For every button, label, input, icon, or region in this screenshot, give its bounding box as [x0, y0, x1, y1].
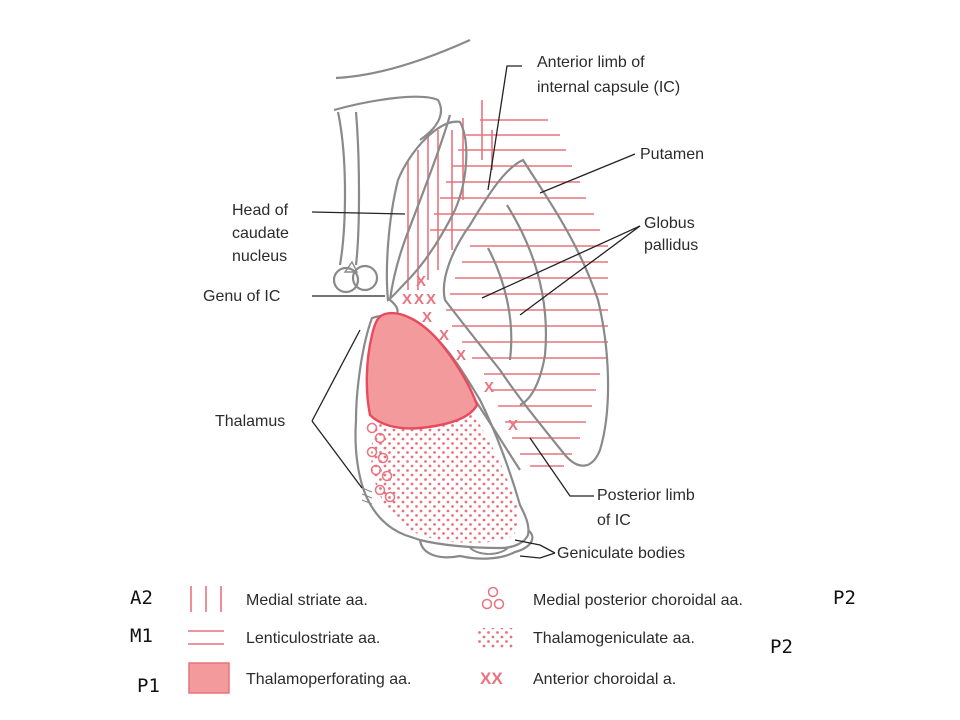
geniculate-lobe [469, 547, 509, 555]
medial-posterior-choroidal-circles [366, 422, 396, 503]
geniculate-label: Geniculate bodies [557, 545, 685, 562]
x-mark: X [402, 291, 412, 308]
genu-label: Genu of IC [203, 288, 280, 305]
internal-capsule-outline [388, 114, 521, 471]
legend: Medial striate aa. Lenticulostriate aa. … [188, 586, 743, 694]
legend-thalamogeniculate-label: Thalamogeniculate aa. [533, 630, 695, 647]
x-mark: X [422, 309, 432, 326]
legend-thalamogeniculate-swatch [478, 628, 514, 648]
x-mark: X [426, 291, 436, 308]
putamen-label: Putamen [640, 146, 704, 163]
posterior-limb-label-2: of IC [597, 512, 631, 529]
globus-lamina-2 [506, 204, 548, 406]
code-p2-lower: P2 [770, 636, 793, 658]
x-mark: X [456, 347, 466, 364]
legend-medial-posterior-choroidal-swatch [481, 586, 505, 610]
code-m1: M1 [130, 625, 153, 647]
x-mark: X [439, 327, 449, 344]
stria-marks [361, 487, 373, 505]
x-mark: X [416, 273, 426, 290]
fornix-triangle [343, 260, 359, 273]
caudate-label-1: Head of [232, 202, 289, 219]
legend-lenticulostriate-swatch [188, 630, 224, 645]
legend-anterior-choroidal-swatch: XX [480, 669, 503, 688]
globus-label-2: pallidus [644, 237, 698, 254]
thalamus-label: Thalamus [215, 413, 285, 430]
anterior-choroidal-marks: X X X X X X X X X [402, 273, 518, 434]
posterior-limb-label-1: Posterior limb [597, 487, 695, 504]
geniculate-bodies-outline [418, 529, 534, 560]
legend-thalamoperforating-swatch [188, 662, 230, 694]
septum-outline [336, 111, 361, 266]
legend-lenticulostriate-label: Lenticulostriate aa. [246, 630, 380, 647]
code-p2-right: P2 [833, 587, 856, 609]
thalamogeniculate-region [371, 412, 519, 543]
upper-arch-outline [333, 95, 443, 141]
fornix-right [351, 264, 379, 292]
x-mark: X [414, 291, 424, 308]
fornix-left [332, 266, 360, 294]
code-p1: P1 [137, 675, 160, 697]
thalamoperforating-region [365, 311, 479, 430]
anterior-limb-label-1: Anterior limb of [537, 54, 645, 71]
caudate-head-outline [385, 120, 468, 302]
leader-lines [311, 65, 641, 559]
legend-medial-posterior-choroidal-label: Medial posterior choroidal aa. [533, 592, 743, 609]
globus-lamina-1 [487, 247, 513, 361]
legend-medial-striate-swatch [190, 586, 222, 612]
caudate-label-2: caudate [232, 225, 289, 242]
legend-anterior-choroidal-label: Anterior choroidal a. [533, 671, 676, 688]
x-mark: X [484, 379, 494, 396]
legend-medial-striate-label: Medial striate aa. [246, 592, 368, 609]
corpus-callosum-outline [335, 38, 471, 80]
anterior-limb-label-2: internal capsule (IC) [537, 79, 680, 96]
caudate-label-3: nucleus [232, 248, 287, 265]
x-mark: X [508, 417, 518, 434]
lentiform-outline [442, 158, 610, 467]
legend-thalamoperforating-label: Thalamoperforating aa. [246, 671, 411, 688]
code-a2: A2 [130, 587, 153, 609]
globus-label-1: Globus [644, 215, 695, 232]
